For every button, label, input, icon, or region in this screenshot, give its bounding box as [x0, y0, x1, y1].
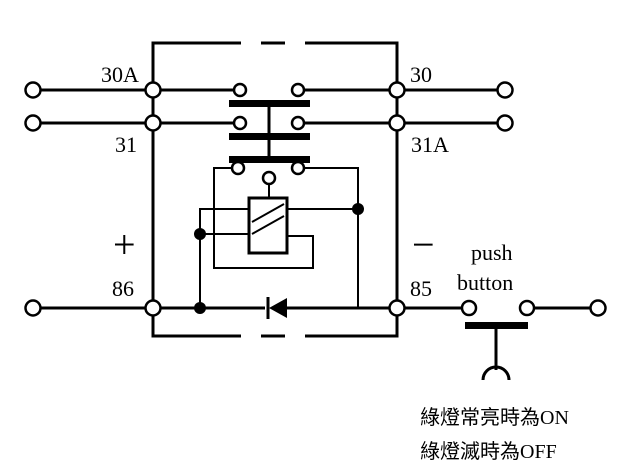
push-button-label-line2: button	[457, 270, 513, 295]
note-line-off: 綠燈滅時為OFF	[420, 440, 557, 463]
terminal-label-85: 85	[410, 276, 432, 301]
contact-bars	[229, 100, 310, 163]
push-button-symbol	[465, 322, 528, 381]
push-button-label-line1: push	[471, 240, 513, 265]
terminal-label-30a: 30A	[101, 62, 139, 87]
note-line-on: 綠燈常亮時為ON	[420, 406, 569, 429]
relay-housing	[151, 41, 399, 338]
terminal-label-86: 86	[112, 276, 134, 301]
diode-icon	[266, 297, 287, 319]
minus-sign: −	[412, 222, 435, 267]
terminal-label-30: 30	[410, 62, 432, 87]
plus-sign: +	[113, 222, 136, 267]
terminal-label-31a: 31A	[411, 132, 449, 157]
coil-circuit	[199, 167, 359, 308]
terminal-circles	[24, 81, 607, 317]
terminal-label-31: 31	[115, 132, 137, 157]
relay-coil	[247, 196, 289, 255]
junction-dots	[194, 203, 364, 314]
